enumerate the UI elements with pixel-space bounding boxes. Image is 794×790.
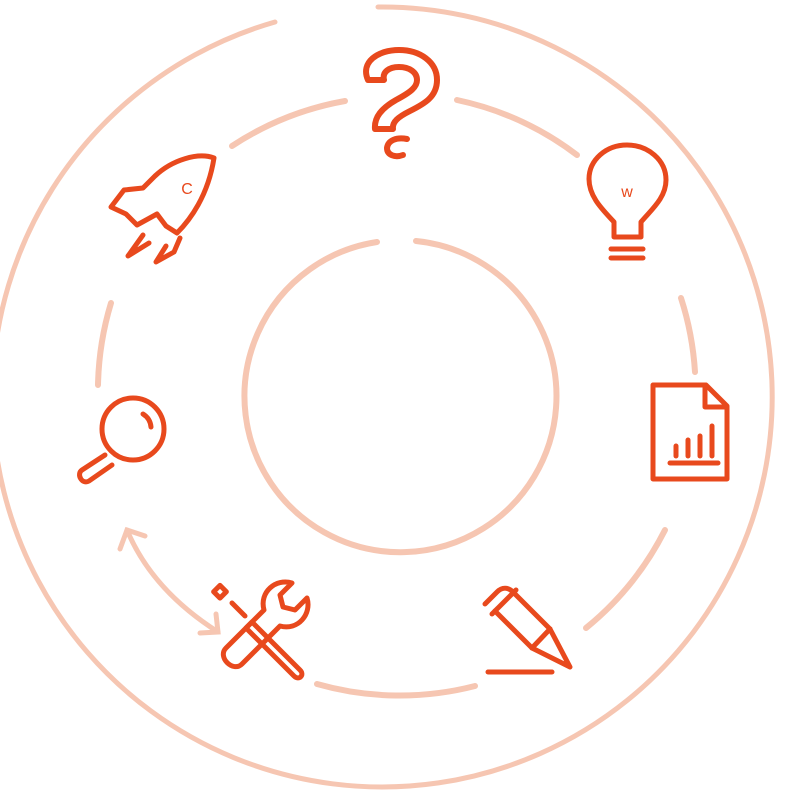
middle-ring-arc: [314, 681, 478, 699]
question-mark-dot: [384, 135, 410, 160]
magnifier-glint: [140, 411, 154, 430]
return-arrow-head-bottom: [197, 611, 221, 636]
pencil-icon: [482, 585, 573, 675]
screwdriver-tip: [211, 582, 229, 601]
magnifier-lens: [99, 395, 167, 463]
question-mark-curve: [363, 47, 440, 132]
magnifier-icon: [77, 395, 167, 485]
lightbulb-icon: w: [586, 142, 669, 261]
middle-ring-arc: [95, 300, 114, 388]
middle-ring-arc: [229, 98, 348, 149]
outer-ring: [0, 4, 775, 790]
screwdriver-handle: [243, 619, 305, 681]
middle-ring-arc: [678, 295, 698, 375]
magnifier-handle: [77, 452, 115, 485]
rocket-letter: C: [181, 181, 193, 198]
rocket-icon: C: [108, 153, 217, 265]
middle-ring-arc: [454, 97, 580, 158]
middle-ring: [95, 97, 698, 699]
question-icon: [363, 47, 440, 160]
document-fold: [702, 382, 730, 410]
wrench-screwdriver-icon: [211, 579, 311, 681]
return-arrow-head-top: [117, 526, 148, 552]
lightbulb-letter: w: [620, 184, 633, 201]
pencil-band: [489, 587, 519, 617]
rocket-flame: [153, 235, 183, 265]
inner-ring: [241, 238, 560, 556]
return-arrow: [117, 526, 221, 636]
screwdriver-shaft: [229, 600, 248, 619]
middle-ring-arc: [583, 527, 668, 631]
rocket-fin: [125, 232, 152, 259]
return-arrow-line: [124, 527, 221, 635]
document-outline: [650, 382, 730, 482]
rocket-body: [108, 153, 217, 236]
pencil-tip-line: [529, 626, 553, 651]
report-document-icon: [650, 382, 730, 482]
lightbulb-glass: [586, 142, 669, 240]
pencil-body: [482, 585, 573, 670]
wrench-outline: [220, 579, 311, 670]
